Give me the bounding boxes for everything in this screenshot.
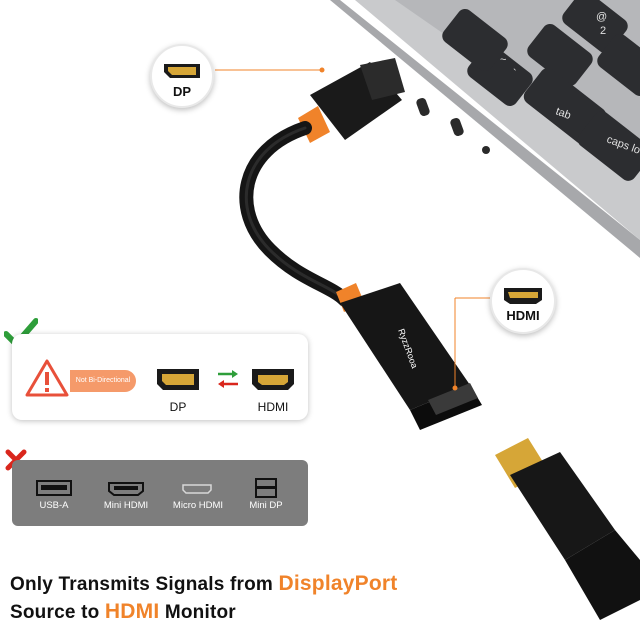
dp-port-label: DP — [169, 400, 187, 414]
dp-port-icon — [157, 369, 199, 390]
key-tilde: ~ — [500, 54, 506, 66]
micro-hdmi-icon — [182, 484, 212, 494]
headline-line-2-suffix: Monitor — [159, 602, 236, 623]
laptop-keyboard — [442, 0, 640, 181]
hdmi-plug — [510, 452, 615, 560]
unsupported-ports-panel: USB-A Mini HDMI Micro HDMI Mini DP — [12, 460, 308, 526]
key-backtick: ` — [513, 68, 517, 80]
key-2: 2 — [600, 25, 606, 37]
headline-line-2: Source to HDMI Monitor — [10, 600, 236, 624]
hdmi-port-icon — [252, 369, 294, 390]
not-bidirectional-badge: Not Bi-Directional — [70, 370, 136, 392]
hdmi-port — [428, 383, 478, 415]
headline-line-1: Only Transmits Signals from DisplayPort — [10, 572, 397, 596]
headline-line-2-prefix: Source to — [10, 602, 105, 623]
dp-callout: DP — [150, 44, 214, 108]
warning-icon — [25, 359, 69, 397]
micro-hdmi-label: Micro HDMI — [172, 500, 224, 511]
mini-hdmi-label: Mini HDMI — [103, 500, 149, 511]
usb-a-icon — [36, 480, 72, 496]
key-at: @ — [596, 11, 607, 23]
key-caps-lock: caps lo — [605, 134, 640, 157]
hdmi-connector-icon — [504, 288, 542, 304]
hdmi-callout-label: HDMI — [506, 308, 540, 323]
usb-a-label: USB-A — [39, 500, 69, 511]
headline-accent-displayport: DisplayPort — [278, 572, 398, 595]
key-tab: tab — [554, 106, 572, 123]
headline-line-1-text: Only Transmits Signals from — [10, 574, 279, 595]
hdmi-port-label: HDMI — [257, 400, 289, 414]
mini-dp-label: Mini DP — [249, 500, 283, 511]
bidirectional-arrows-icon — [218, 370, 238, 388]
dp-connector-icon — [164, 64, 200, 78]
mini-hdmi-icon — [108, 482, 144, 496]
mini-dp-icon — [255, 478, 277, 498]
hdmi-callout: HDMI — [490, 268, 556, 334]
adapter-body — [340, 283, 470, 410]
dp-callout-label: DP — [172, 84, 192, 99]
headline-accent-hdmi: HDMI — [104, 600, 160, 623]
